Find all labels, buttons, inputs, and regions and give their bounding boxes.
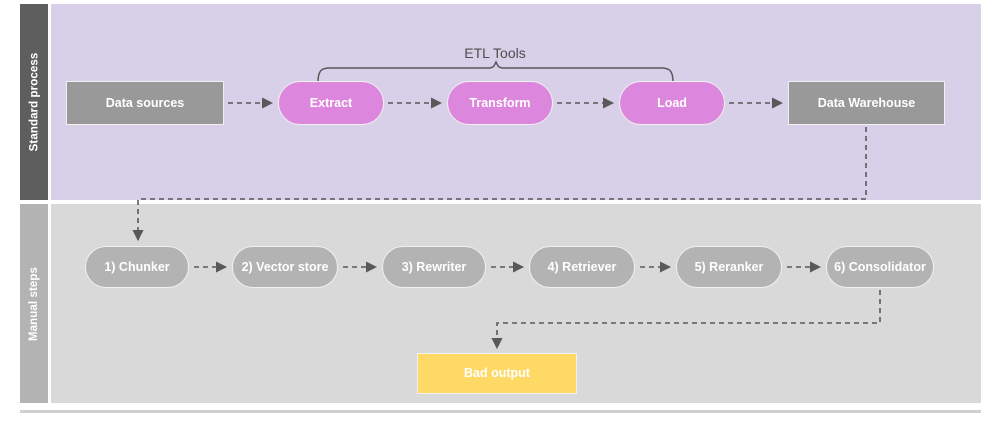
node-consolidator[interactable]: 6) Consolidator bbox=[826, 246, 934, 288]
node-label-consolidator: 6) Consolidator bbox=[834, 259, 926, 274]
node-label-extract: Extract bbox=[309, 95, 353, 110]
node-label-retriever: 4) Retriever bbox=[547, 259, 617, 274]
node-data-sources[interactable]: Data sources bbox=[66, 81, 224, 125]
node-label-load: Load bbox=[657, 95, 687, 110]
node-label-bad-output: Bad output bbox=[464, 366, 530, 381]
node-label-rewriter: 3) Rewriter bbox=[401, 259, 467, 274]
node-label-data-warehouse: Data Warehouse bbox=[817, 95, 916, 110]
node-reranker[interactable]: 5) Reranker bbox=[676, 246, 782, 288]
node-vector-store[interactable]: 2) Vector store bbox=[232, 246, 338, 288]
etl-tools-label: ETL Tools bbox=[464, 45, 526, 61]
lane-label-manual-steps: Manual steps bbox=[28, 266, 40, 341]
node-label-transform: Transform bbox=[469, 95, 531, 110]
lane-header-standard-process: Standard process bbox=[20, 4, 48, 200]
node-label-chunker: 1) Chunker bbox=[104, 259, 170, 274]
node-extract[interactable]: Extract bbox=[278, 81, 384, 125]
node-data-warehouse[interactable]: Data Warehouse bbox=[788, 81, 945, 125]
bottom-divider bbox=[20, 410, 981, 413]
lane-label-standard-process: Standard process bbox=[28, 52, 40, 152]
node-load[interactable]: Load bbox=[619, 81, 725, 125]
node-transform[interactable]: Transform bbox=[447, 81, 553, 125]
node-label-reranker: 5) Reranker bbox=[694, 259, 764, 274]
node-retriever[interactable]: 4) Retriever bbox=[529, 246, 635, 288]
node-rewriter[interactable]: 3) Rewriter bbox=[382, 246, 486, 288]
node-bad-output[interactable]: Bad output bbox=[417, 353, 577, 394]
lane-header-manual-steps: Manual steps bbox=[20, 204, 48, 403]
node-label-vector-store: 2) Vector store bbox=[241, 259, 329, 274]
node-label-data-sources: Data sources bbox=[105, 95, 185, 110]
node-chunker[interactable]: 1) Chunker bbox=[85, 246, 189, 288]
